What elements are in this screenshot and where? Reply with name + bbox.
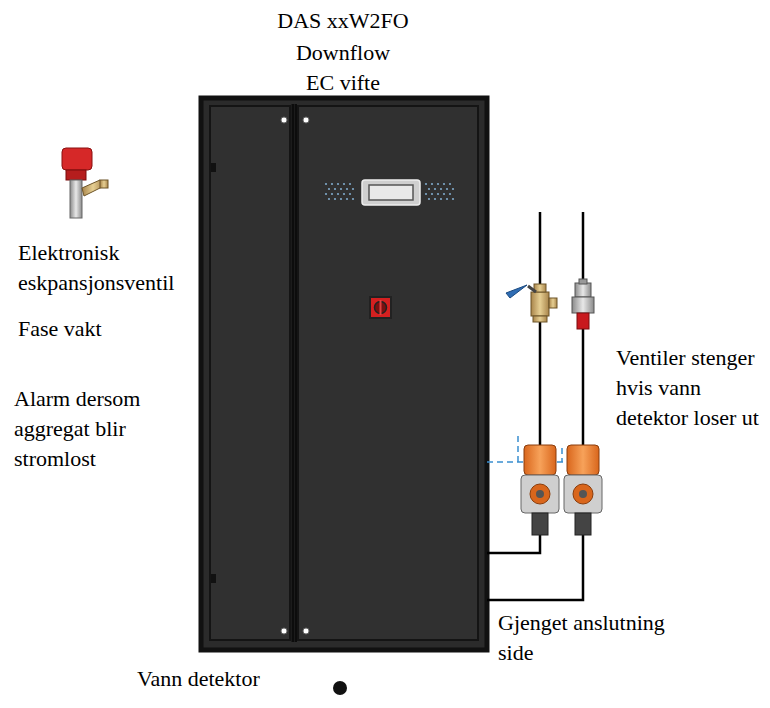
display-dot [437,183,439,185]
callout-label: Fase vakt [18,314,203,344]
display-dot [446,198,448,200]
ball-valve [572,279,594,329]
callout-label: Gjenget anslutning side [498,608,670,668]
display-dot [334,188,336,190]
display-dot [352,198,354,200]
callout-label: Vann detektor [137,664,337,694]
cabinet [201,98,487,650]
valve-actuator [564,445,602,535]
display-dot [440,198,442,200]
display-dot [331,193,333,195]
display-dot [337,193,339,195]
display-dot [449,183,451,185]
display-dot [449,193,451,195]
unit-title: EC vifte [306,68,380,98]
display-dot [346,198,348,200]
display-dot [446,188,448,190]
display-dot [431,193,433,195]
display-dot [443,183,445,185]
display-dot [425,183,427,185]
display-dot [340,198,342,200]
unit-title: Downflow [296,38,390,68]
display-dot [425,193,427,195]
display-dot [452,198,454,200]
callout-label: Elektronisk eskpansjonsventil [18,238,203,298]
display-dot [352,188,354,190]
display-dot [440,188,442,190]
expansion-valve-icon [62,148,108,218]
display-dot [434,188,436,190]
display-dot [437,193,439,195]
display-dot [340,188,342,190]
display-dot [343,193,345,195]
water-detector-dot [333,681,347,695]
display-dot [325,193,327,195]
display-dot [443,193,445,195]
callout-label: Ventiler stenger hvis vann detektor lose… [616,343,766,433]
display-dot [346,188,348,190]
display-dot [325,183,327,185]
display-dot [349,183,351,185]
display-dot [428,198,430,200]
display-dot [328,198,330,200]
display-dot [331,183,333,185]
display-dot [452,188,454,190]
balancing-valve [506,284,557,322]
callout-label: Alarm dersom aggregat blir stromlost [14,384,190,474]
display-dot [431,183,433,185]
unit-title: DAS xxW2FO [277,6,408,36]
display-dot [349,193,351,195]
display-dot [434,198,436,200]
display-dot [328,188,330,190]
valve-actuator [521,445,559,535]
display-dot [334,198,336,200]
display-dot [337,183,339,185]
display-dot [343,183,345,185]
pipes [487,212,583,600]
display-dot [428,188,430,190]
